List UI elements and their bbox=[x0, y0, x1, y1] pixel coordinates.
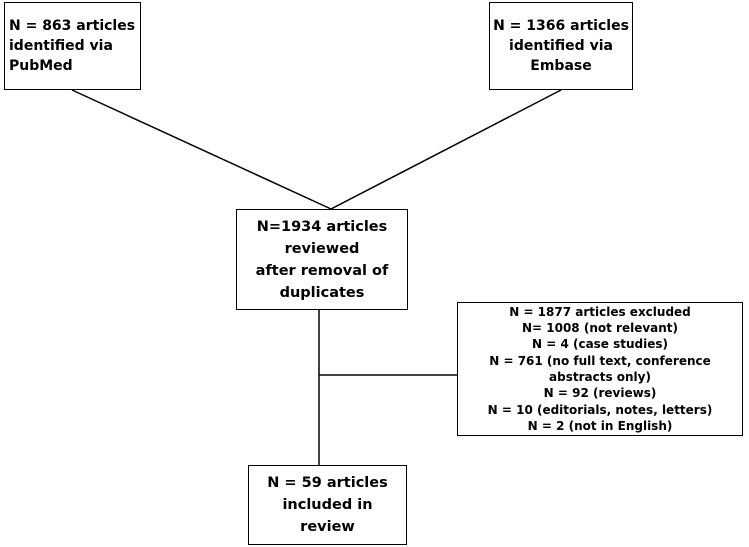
excluded-box: N = 1877 articles excluded N= 1008 (not … bbox=[457, 302, 743, 436]
included-box: N = 59 articles included in review bbox=[248, 465, 407, 545]
excluded-line: N = 761 (no full text, conference abstra… bbox=[489, 353, 711, 384]
embase-line: Embase bbox=[530, 58, 592, 74]
excluded-line: N = 2 (not in English) bbox=[527, 418, 673, 433]
reviewed-line: N=1934 articles reviewed bbox=[256, 218, 388, 257]
pubmed-line: PubMed bbox=[9, 58, 73, 74]
embase-line: N = 1366 articles bbox=[493, 18, 629, 34]
reviewed-box: N=1934 articles reviewed after removal o… bbox=[236, 209, 408, 310]
embase-line: identified via bbox=[509, 38, 613, 54]
pubmed-box: N = 863 articles identified via PubMed bbox=[4, 2, 141, 90]
excluded-line: N = 1877 articles excluded bbox=[509, 304, 691, 319]
included-line: N = 59 articles included in bbox=[267, 475, 388, 513]
reviewed-line: duplicates bbox=[279, 284, 365, 301]
excluded-line: N = 10 (editorials, notes, letters) bbox=[487, 402, 713, 417]
excluded-line: N= 1008 (not relevant) bbox=[521, 321, 679, 336]
embase-box: N = 1366 articles identified via Embase bbox=[489, 2, 633, 90]
excluded-line: N = 4 (case studies) bbox=[531, 337, 669, 352]
pubmed-line: identified via bbox=[9, 38, 113, 54]
included-line: review bbox=[300, 519, 355, 535]
excluded-line: N = 92 (reviews) bbox=[543, 386, 657, 401]
reviewed-line: after removal of bbox=[255, 262, 389, 279]
connector-embase-to-reviewed bbox=[330, 89, 562, 210]
pubmed-line: N = 863 articles bbox=[9, 18, 136, 34]
connector-pubmed-to-reviewed bbox=[71, 89, 332, 210]
